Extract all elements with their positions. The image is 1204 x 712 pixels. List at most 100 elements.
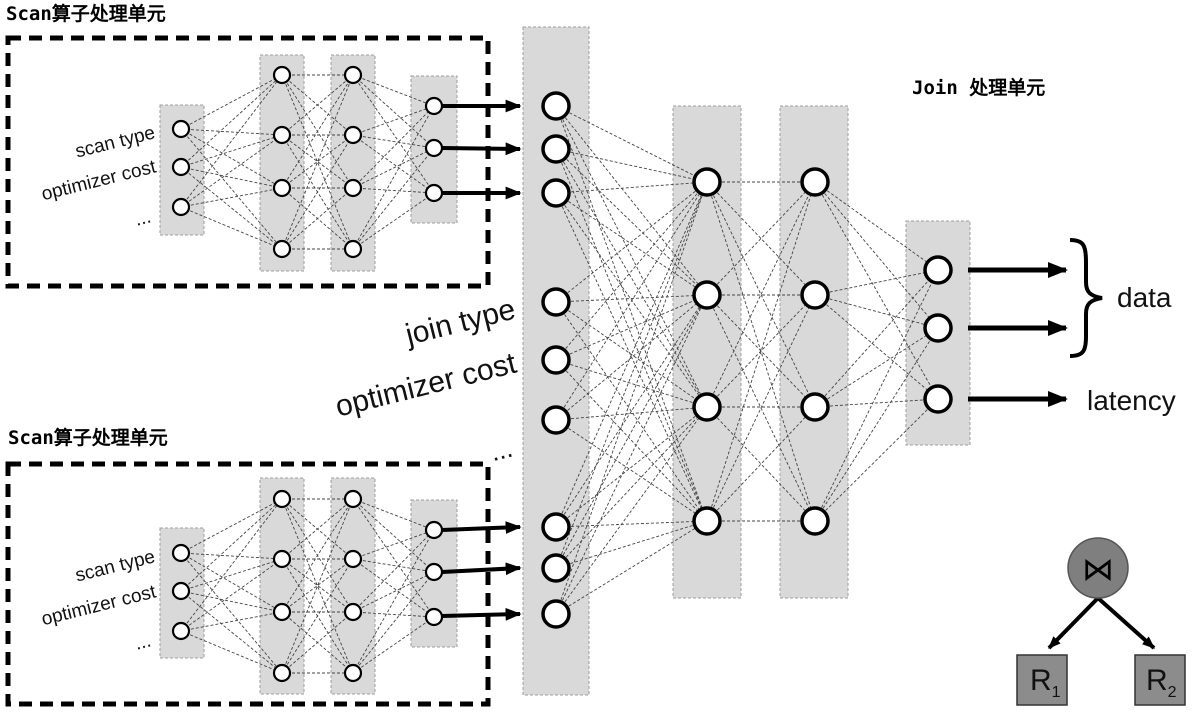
join-edge-0-8-1: [555, 294, 708, 615]
scan-top-node-1-3: [272, 239, 292, 259]
scan-bottom-node-2-3: [343, 663, 363, 683]
scan-top-node-2-0: [343, 65, 363, 85]
join-edge-2-3-0: [814, 269, 939, 522]
scan-top-edge-0-0-2: [180, 128, 283, 189]
scan-top-node-1-0: [272, 65, 292, 85]
feature-scan-type-top: scan type: [73, 122, 157, 162]
join-edge-0-3-3: [555, 301, 708, 522]
join-node-0-1: [541, 134, 571, 164]
join-tree-left-edge: [1047, 596, 1100, 650]
scan-unit-box-bottom: [5, 461, 491, 707]
scan-top-node-1-1: [272, 125, 292, 145]
feature-more-bottom: ...: [133, 630, 153, 654]
scan-bottom-edge-0-2-1: [180, 558, 283, 632]
join-operator-symbol: ⋈: [1082, 550, 1114, 588]
join-edge-2-1-2: [814, 294, 939, 400]
network-nodes: [171, 65, 953, 683]
join-edge-2-0-0: [814, 181, 939, 271]
join-node-0-6: [541, 512, 571, 542]
scan-bottom-edge-0-1-0: [180, 498, 283, 592]
scan-top-edge-2-3-1: [352, 147, 435, 250]
scan-top-hidden-layer-1: [259, 54, 305, 272]
join-edge-0-4-1: [555, 294, 708, 361]
join-node-3-1: [923, 313, 953, 343]
data-output-label: data: [1117, 282, 1172, 313]
join-edge-1-3-2: [706, 406, 816, 522]
scan-top-edge-2-0-1: [352, 74, 435, 149]
scan-top-edge-2-1-0: [352, 105, 435, 136]
join-edge-0-7-0: [555, 181, 708, 569]
scan-top-edge-0-0-0: [180, 74, 283, 130]
scan-top-node-0-0: [171, 119, 191, 139]
scan-bottom-edge-2-2-1: [352, 571, 435, 613]
join-edge-1-1-0: [706, 181, 816, 296]
scan-bottom-edge-2-3-0: [352, 529, 435, 674]
scan-top-edge-0-2-0: [180, 74, 283, 208]
scan-top-node-2-3: [343, 239, 363, 259]
scan-bottom-node-1-3: [272, 663, 292, 683]
scan-top-node-0-2: [171, 197, 191, 217]
join-node-0-0: [541, 91, 571, 121]
scan-bottom-edge-1-1-0: [281, 498, 354, 560]
scan-top-edge-1-1-0: [281, 74, 354, 136]
relation-r2-box: [1134, 654, 1186, 706]
join-node-0-5: [541, 405, 571, 435]
join-edge-1-2-3: [706, 406, 816, 522]
join-edge-0-5-1: [555, 294, 708, 421]
scan-bottom-edge-2-1-0: [352, 529, 435, 560]
join-edge-2-3-1: [814, 327, 939, 522]
scan-top-node-3-2: [424, 183, 444, 203]
join-edge-0-0-2: [555, 105, 708, 408]
scan-bottom-edge-0-2-2: [180, 611, 283, 632]
join-edge-0-3-1: [555, 294, 708, 303]
scan-bottom-edge-0-1-1: [180, 558, 283, 592]
scan-top-edge-1-3-2: [281, 187, 354, 250]
join-node-3-0: [923, 255, 953, 285]
join-edge-1-0-1: [706, 181, 816, 296]
scan-bottom-node-1-1: [272, 549, 292, 569]
scan-top-node-3-1: [424, 138, 444, 158]
join-operator-node: [1067, 537, 1129, 599]
scan-to-join-arrows: [441, 99, 522, 621]
scan-top-node-1-2: [272, 178, 292, 198]
join-edge-0-3-2: [555, 301, 708, 408]
scan-top-edge-1-3-1: [281, 134, 354, 250]
scan-bottom-edge-1-3-0: [281, 498, 354, 674]
scan-bottom-edge-0-0-3: [180, 552, 283, 674]
join-edge-2-3-2: [814, 398, 939, 522]
scan-bottom-edge-2-0-2: [352, 498, 435, 618]
scan-top-node-2-2: [343, 178, 363, 198]
join-node-0-2: [541, 178, 571, 208]
scan-top-edge-2-3-0: [352, 105, 435, 250]
join-edge-0-5-0: [555, 181, 708, 421]
scan-bottom-hidden-layer-2: [330, 477, 376, 695]
network-connections: [180, 74, 939, 674]
scan-top-edge-2-0-0: [352, 74, 435, 107]
scan-bottom-edge-1-3-1: [281, 558, 354, 674]
scan-bottom-edge-2-0-0: [352, 498, 435, 531]
join-node-0-4: [541, 345, 571, 375]
scan-bottom-edge-0-0-2: [180, 552, 283, 613]
join-edge-0-4-3: [555, 359, 708, 522]
join-edge-0-1-3: [555, 148, 708, 522]
scan-top-hidden-layer-2: [330, 54, 376, 272]
join-edge-0-6-0: [555, 181, 708, 528]
join-node-2-0: [800, 167, 830, 197]
scan-top-feature-labels: scan type: [73, 122, 157, 162]
join-edge-0-3-0: [555, 181, 708, 303]
relation-r2-label: R2: [1146, 664, 1177, 701]
scan-bottom-node-3-2: [424, 607, 444, 627]
join-edge-0-6-3: [555, 520, 708, 528]
scan-unit-box-top: [5, 35, 491, 289]
join-node-3-2: [923, 384, 953, 414]
join-edge-1-0-2: [706, 181, 816, 408]
feature-join-more: ...: [487, 433, 515, 467]
scan-bottom-edge-1-3-2: [281, 611, 354, 674]
scan-to-join-arrow-1: [441, 142, 522, 156]
scan-bottom-node-2-1: [343, 549, 363, 569]
join-edge-0-0-1: [555, 105, 708, 296]
join-edge-0-4-0: [555, 181, 708, 361]
scan-to-join-arrow-4: [441, 562, 522, 576]
scan-bottom-node-0-1: [171, 581, 191, 601]
scan-top-edge-1-2-0: [281, 74, 354, 189]
